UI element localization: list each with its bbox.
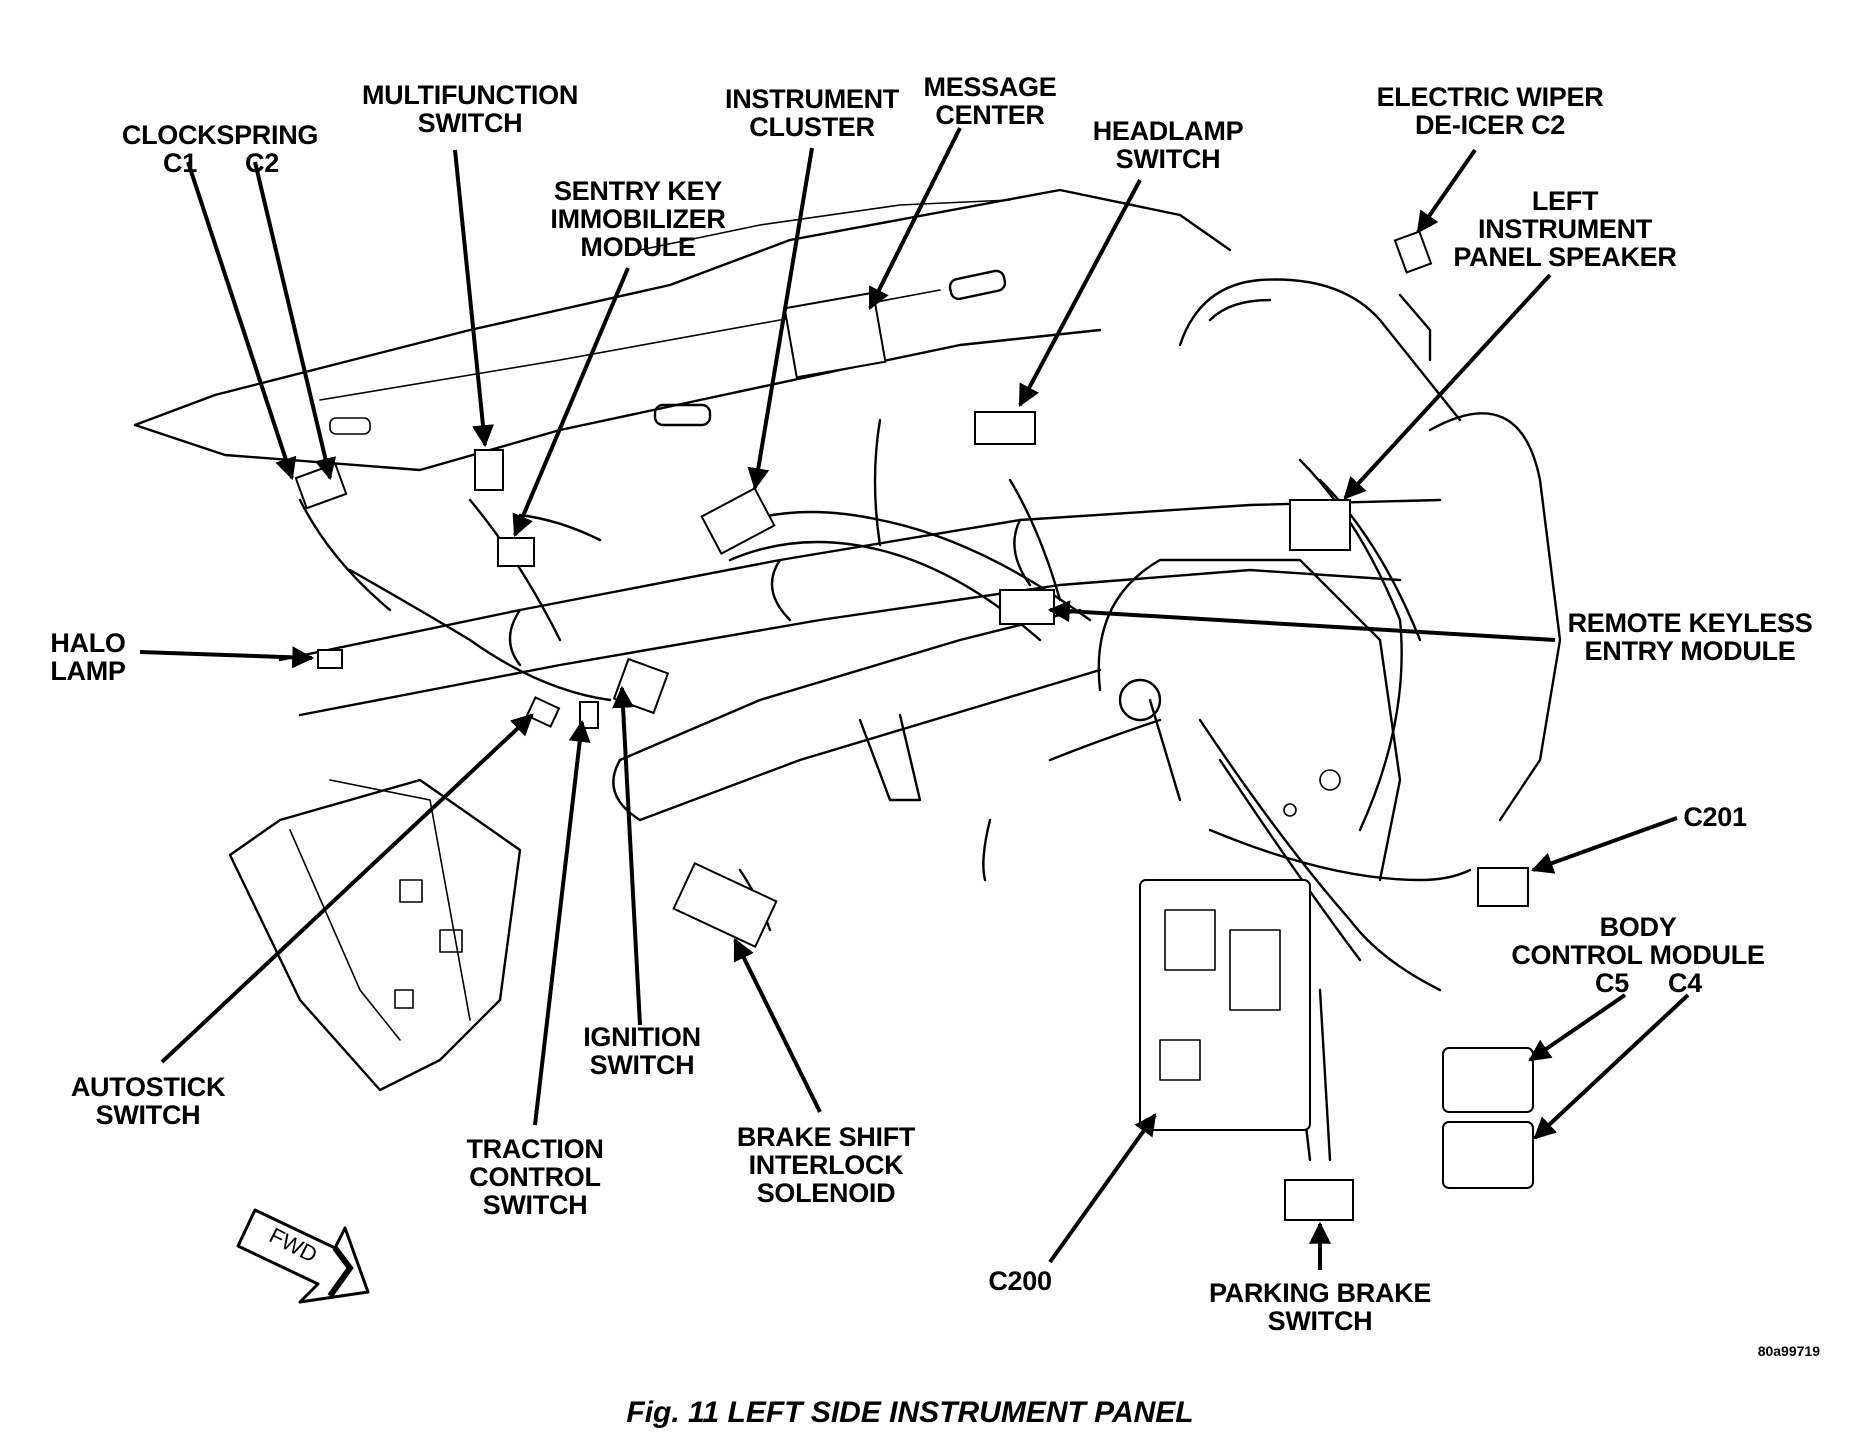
label-traction-1: TRACTION [466,1134,603,1164]
halo-lamp-shape [317,649,343,669]
label-sentry-2: IMMOBILIZER [550,204,725,234]
label-wiper-1: ELECTRIC WIPER [1377,82,1604,112]
label-message-2: CENTER [935,100,1044,130]
label-bcm-2: CONTROL MODULE [1511,940,1764,970]
label-cluster-1: INSTRUMENT [725,84,900,114]
arrow-traction-control [533,719,591,1126]
label-headlamp-1: HEADLAMP [1093,116,1244,146]
arrow-ignition [612,685,642,1026]
arrow-message-center [868,127,962,310]
bcm-c4-connector-shape [1442,1121,1534,1189]
label-rke-1: REMOTE KEYLESS [1568,608,1813,638]
callout-labels: CLOCKSPRING C1 C2 MULTIFUNCTION SWITCH S… [50,72,1812,1336]
label-traction-3: SWITCH [483,1190,588,1220]
label-clockspring: CLOCKSPRING [122,120,318,150]
label-message-1: MESSAGE [924,72,1057,102]
arrow-clockspring-c2 [253,161,337,481]
label-bcm-1: BODY [1600,912,1677,942]
left-speaker-shape [1289,499,1351,551]
label-c201: C201 [1683,802,1747,832]
label-multifunction-2: SWITCH [418,108,523,138]
arrow-c200 [1048,1113,1157,1264]
label-ignition-1: IGNITION [583,1022,701,1052]
arrow-remote-keyless [1047,600,1556,642]
label-sentry-3: MODULE [580,232,695,262]
label-rke-2: ENTRY MODULE [1585,636,1796,666]
arrow-sentry-key [512,267,630,538]
remote-keyless-shape [999,589,1055,625]
brake-shift-interlock-shape [672,861,778,949]
label-bcm-c5: C5 [1595,968,1629,998]
label-wiper-2: DE-ICER C2 [1415,110,1565,140]
label-bcm-c4: C4 [1668,968,1702,998]
bcm-c5-connector-shape [1442,1047,1534,1113]
c200-fuse-block-shape [1139,879,1311,1131]
label-ignition-2: SWITCH [590,1050,695,1080]
arrow-clockspring-c1 [186,161,297,481]
sentry-key-shape [497,537,535,567]
label-sentry-1: SENTRY KEY [554,176,722,206]
label-brake-shift-1: BRAKE SHIFT [737,1122,916,1152]
message-center-shape [783,291,887,379]
arrow-bcm-c5 [1528,993,1627,1062]
figure-ref-code: 80a99719 [1758,1343,1821,1359]
arrow-left-speaker [1343,273,1552,500]
label-autostick-1: AUTOSTICK [71,1072,226,1102]
arrow-instrument-cluster [747,147,814,491]
label-clockspring-c2: C2 [245,148,279,178]
arrow-c201 [1530,816,1678,874]
multifunction-switch-shape [474,449,504,491]
arrow-multifunction [453,149,494,448]
label-headlamp-2: SWITCH [1116,144,1221,174]
arrow-headlamp-switch [1018,179,1142,407]
leader-arrows [139,127,1690,1270]
label-parking-1: PARKING BRAKE [1209,1278,1431,1308]
label-traction-2: CONTROL [469,1162,600,1192]
clockspring-shape [294,462,348,510]
fwd-arrow: FWD [236,1208,370,1304]
label-clockspring-c1: C1 [163,148,197,178]
parking-brake-switch-shape [1284,1179,1354,1221]
arrow-wiper-deicer [1416,148,1477,234]
label-multifunction-1: MULTIFUNCTION [362,80,578,110]
label-speaker-2: INSTRUMENT [1478,214,1653,244]
c201-shape [1477,867,1529,907]
arrow-brake-shift [733,938,822,1113]
headlamp-switch-shape [974,411,1036,445]
label-autostick-2: SWITCH [96,1100,201,1130]
label-parking-2: SWITCH [1268,1306,1373,1336]
label-brake-shift-2: INTERLOCK [749,1150,905,1180]
autostick-switch-shape [525,696,561,728]
figure-caption: Fig. 11 LEFT SIDE INSTRUMENT PANEL [626,1396,1193,1429]
arrow-autostick [160,713,534,1064]
label-speaker-1: LEFT [1532,186,1599,216]
label-cluster-2: CLUSTER [749,112,874,142]
label-halo-1: HALO [50,628,125,658]
label-speaker-3: PANEL SPEAKER [1453,242,1676,272]
label-c200: C200 [988,1266,1051,1296]
arrow-halo-lamp [139,646,315,669]
label-brake-shift-3: SOLENOID [757,1178,896,1208]
wiper-deicer-shape [1393,230,1433,274]
label-halo-2: LAMP [50,656,126,686]
instrument-cluster-shape [700,487,776,555]
arrow-bcm-c4 [1533,993,1690,1140]
